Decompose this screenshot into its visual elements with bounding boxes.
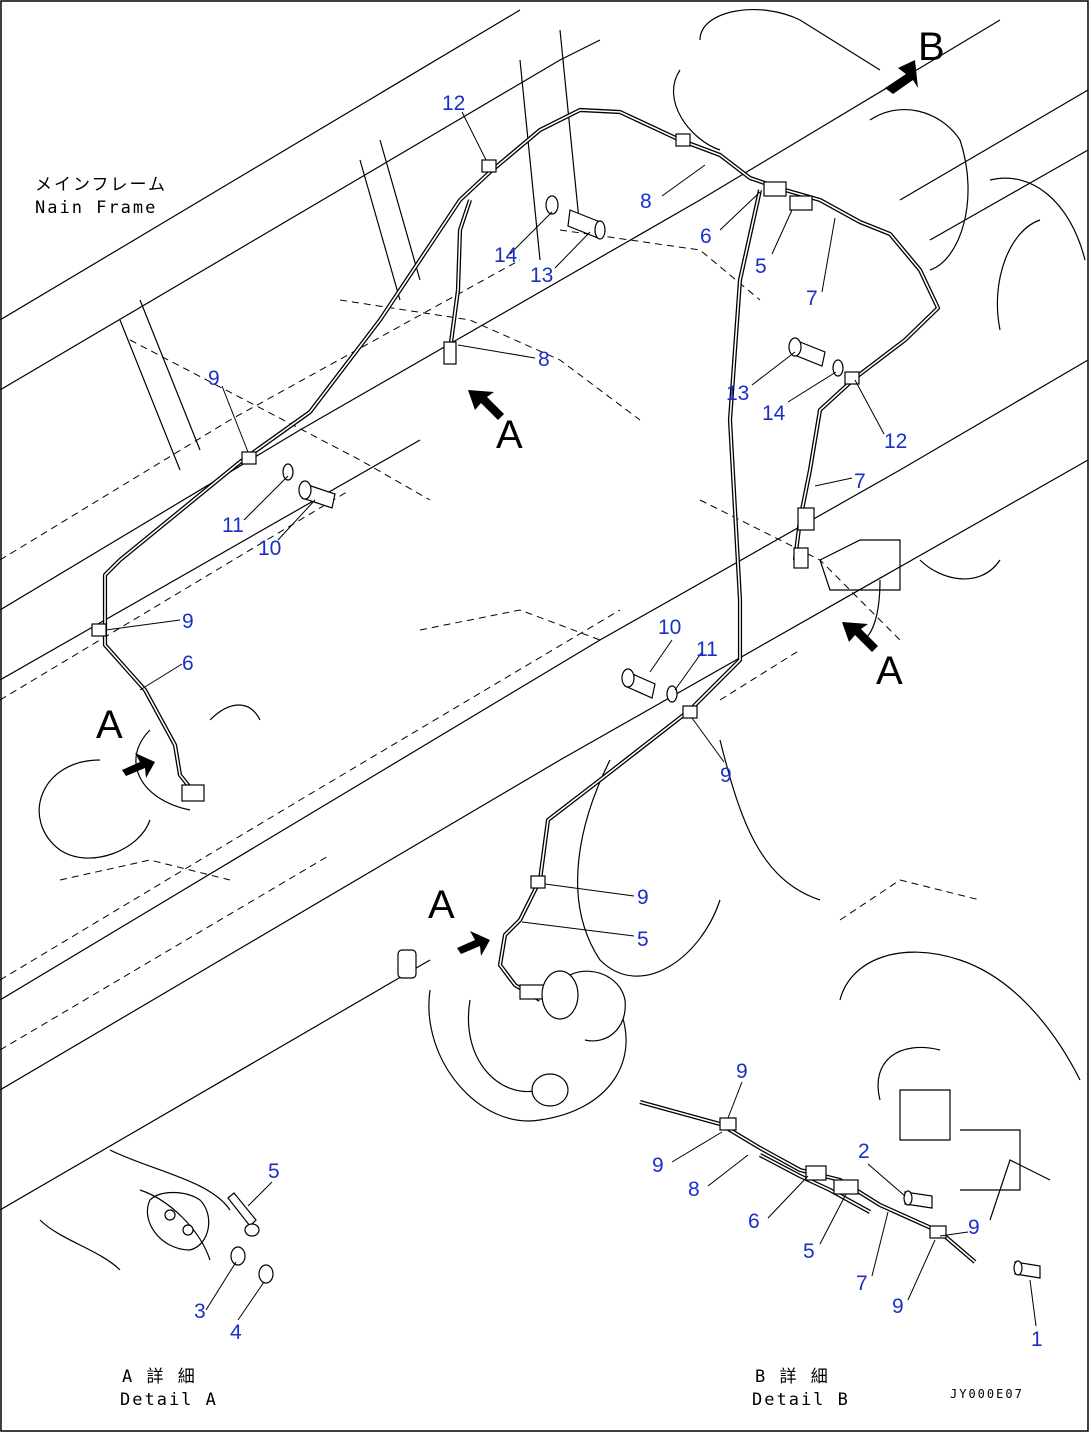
callout: 9: [182, 610, 194, 633]
callout: 5: [637, 928, 649, 951]
detail-a-parts: [146, 1191, 274, 1284]
callout: 10: [658, 616, 681, 639]
callout: 14: [494, 244, 518, 267]
callout: 7: [806, 287, 818, 310]
detail-a-label-en: Detail A: [120, 1390, 218, 1410]
detail-labels: A 詳 細 Detail A B 詳 細 Detail B JY000E07: [120, 1367, 1024, 1410]
main-frame-outline: [0, 9, 1089, 1271]
callout: 8: [688, 1178, 700, 1201]
detail-b-label-jp: B 詳 細: [755, 1367, 830, 1387]
callout: 9: [892, 1295, 904, 1318]
callout: 1: [1031, 1328, 1043, 1351]
main-frame-label-en: Nain Frame: [35, 198, 157, 218]
callout: 8: [538, 348, 550, 371]
callout: 9: [968, 1216, 980, 1239]
callout: 10: [258, 537, 281, 560]
callout: 11: [696, 638, 718, 661]
hidden-lines: [0, 229, 981, 1051]
callout: 6: [182, 652, 194, 675]
main-frame-label-jp: メインフレーム: [35, 175, 167, 195]
view-marker-a-bottom: A: [428, 883, 455, 927]
callout: 5: [755, 255, 767, 278]
detail-a-label-jp: A 詳 細: [122, 1367, 197, 1387]
callout: 9: [637, 886, 649, 909]
callout: 3: [194, 1300, 206, 1323]
loose-hardware: [282, 195, 844, 1107]
callout: 11: [222, 514, 244, 537]
callout: 13: [530, 264, 553, 287]
callout: 6: [700, 225, 712, 248]
view-marker-b: B: [918, 25, 945, 69]
view-markers: B A A A A: [96, 25, 945, 927]
detail-b-label-en: Detail B: [752, 1390, 850, 1410]
callout: 12: [442, 92, 465, 115]
frame-label: メインフレーム Nain Frame: [35, 175, 167, 218]
callout: 9: [652, 1154, 664, 1177]
callout: 14: [762, 402, 786, 425]
callout: 12: [884, 430, 907, 453]
callout: 13: [726, 382, 749, 405]
view-marker-a-center: A: [496, 413, 523, 457]
callout: 7: [856, 1272, 868, 1295]
detail-b-assembly: [639, 1099, 1041, 1279]
pipe-clamps: [91, 133, 860, 1000]
callout: 5: [268, 1160, 280, 1183]
callout: 9: [208, 367, 220, 390]
leader-lines: [105, 111, 1037, 1327]
part-callouts: 12 8 6 5 7 14 13 8 13 14 12 7 9 11 10 9 …: [182, 92, 1043, 1351]
view-marker-a-left: A: [96, 703, 123, 747]
callout: 8: [640, 190, 652, 213]
callout: 7: [854, 470, 866, 493]
view-arrows: [122, 60, 918, 956]
callout: 5: [803, 1240, 815, 1263]
view-marker-a-right: A: [876, 649, 903, 693]
callout: 2: [858, 1140, 870, 1163]
drawing-code: JY000E07: [950, 1387, 1024, 1401]
callout: 9: [736, 1060, 748, 1083]
hydraulic-pipes: [102, 107, 941, 1002]
callout: 9: [720, 764, 732, 787]
callout: 6: [748, 1210, 760, 1233]
callout: 4: [230, 1321, 242, 1344]
